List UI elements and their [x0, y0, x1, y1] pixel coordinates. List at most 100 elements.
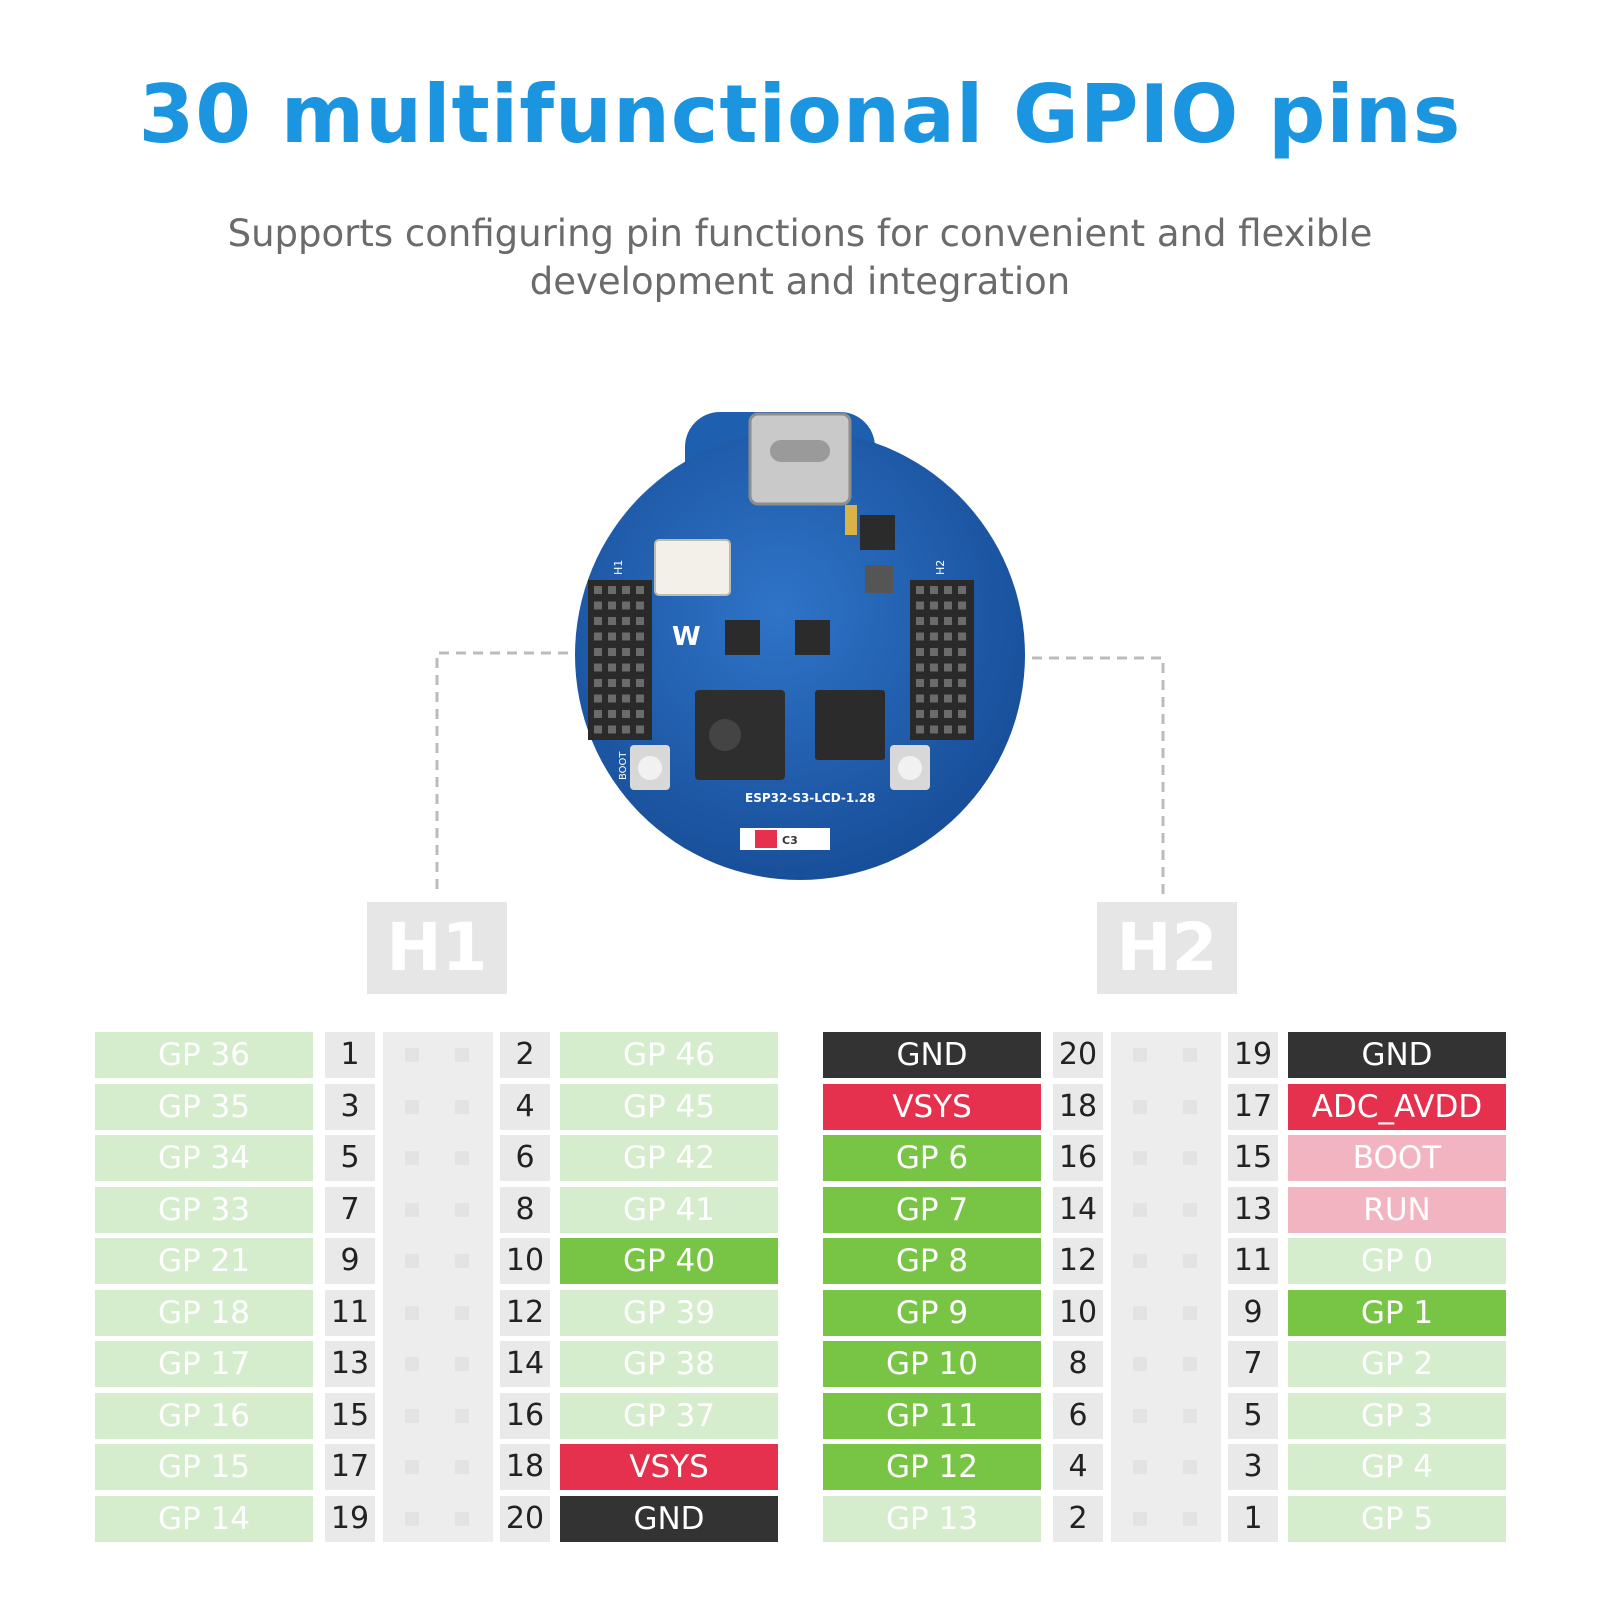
- header-pin: [958, 617, 966, 625]
- h1-pin-number-right: 20: [500, 1495, 550, 1542]
- header-pin: [944, 725, 952, 734]
- h1-pin-label-left: GP 35: [95, 1083, 313, 1130]
- header-pin: [916, 632, 924, 641]
- h2-pin-hole: [1183, 1460, 1197, 1474]
- h1-pin-number-right: 4: [500, 1083, 550, 1130]
- h2-pin-number-left: 16: [1053, 1135, 1103, 1181]
- header-pin: [930, 725, 938, 734]
- header-pin: [608, 725, 616, 734]
- header-pin: [622, 679, 630, 687]
- h1-pin-label-left: GP 21: [95, 1238, 313, 1284]
- flash-chip: [815, 690, 885, 760]
- capacitor: [845, 505, 857, 535]
- header-pin: [958, 586, 966, 594]
- h2-pin-hole: [1133, 1202, 1147, 1217]
- h1-pin-hole: [455, 1460, 469, 1474]
- h2-pin-number-left: 8: [1053, 1341, 1103, 1387]
- header-pin: [622, 710, 630, 718]
- h1-pin-number-right: 14: [500, 1341, 550, 1387]
- h1-pin-number-right: 18: [500, 1444, 550, 1490]
- h1-pin-label-left: GP 18: [95, 1289, 313, 1336]
- h2-pin-hole: [1183, 1254, 1197, 1268]
- header-pin: [930, 694, 938, 703]
- h2-pin-number-left: 2: [1053, 1495, 1103, 1542]
- header-pin: [944, 694, 952, 703]
- header-pin: [916, 663, 924, 672]
- header-pin: [608, 601, 616, 610]
- header-pin: [916, 694, 924, 703]
- h2-pin-number-left: 20: [1053, 1032, 1103, 1078]
- h1-pin-number-left: 3: [325, 1083, 375, 1130]
- svg-text:C3: C3: [782, 834, 798, 847]
- h1-pin-label-right: GP 39: [560, 1289, 778, 1336]
- header-pin: [594, 648, 602, 656]
- header-pin: [930, 601, 938, 610]
- h1-pin-label-left: GP 14: [95, 1495, 313, 1542]
- h1-pin-hole: [455, 1254, 469, 1268]
- waveshare-logo: W: [672, 622, 701, 652]
- h2-pin-number-left: 18: [1053, 1083, 1103, 1130]
- h2-pin-label-right: GP 4: [1288, 1444, 1506, 1490]
- h1-pin-label-right: GP 37: [560, 1392, 778, 1439]
- h1-pin-hole: [455, 1511, 469, 1526]
- header-pin: [916, 601, 924, 610]
- header-pin: [930, 586, 938, 594]
- h2-pin-hole: [1133, 1254, 1147, 1268]
- h2-pin-label-left: GP 13: [823, 1495, 1041, 1542]
- h1-pin-label-right: GP 42: [560, 1135, 778, 1181]
- header-pin: [622, 725, 630, 734]
- h1-pin-header: [588, 580, 652, 740]
- h1-pin-label-right: GP 46: [560, 1032, 778, 1078]
- esp32-board-illustration: W ESP32-S3-LCD-1.28 BOOT H1 H2 C3: [575, 412, 1025, 880]
- h1-pin-number-right: 16: [500, 1392, 550, 1439]
- header-pin: [594, 601, 602, 610]
- h1-pin-number-left: 13: [325, 1341, 375, 1387]
- h2-pin-label-left: GP 6: [823, 1135, 1041, 1181]
- h2-pin-number-left: 14: [1053, 1186, 1103, 1233]
- h2-pin-number-right: 9: [1228, 1289, 1278, 1336]
- header-pin: [636, 586, 644, 594]
- h1-pin-hole: [455, 1408, 469, 1423]
- h2-pin-label-left: GP 9: [823, 1289, 1041, 1336]
- header-pin: [944, 617, 952, 625]
- h2-pin-hole: [1183, 1151, 1197, 1165]
- h2-pin-hole: [1133, 1305, 1147, 1320]
- h2-connector-strip: [1111, 1032, 1221, 1542]
- header-pin: [930, 648, 938, 656]
- h2-silkscreen: H2: [934, 560, 947, 575]
- header-pin: [622, 663, 630, 672]
- h2-pin-label-left: VSYS: [823, 1083, 1041, 1130]
- h2-pin-number-left: 6: [1053, 1392, 1103, 1439]
- page-title: 30 multifunctional GPIO pins: [138, 68, 1462, 161]
- h1-leader-line: [435, 651, 585, 895]
- header-pin: [608, 632, 616, 641]
- header-pin: [930, 679, 938, 687]
- h2-pin-label-right: RUN: [1288, 1186, 1506, 1233]
- h1-pin-hole: [455, 1202, 469, 1217]
- header-pin: [622, 694, 630, 703]
- battery-connector: [654, 539, 731, 596]
- header-pin: [636, 617, 644, 625]
- header-pin: [636, 601, 644, 610]
- h1-pin-label-right: GP 38: [560, 1341, 778, 1387]
- h1-connector-strip: [383, 1032, 493, 1542]
- header-pin: [594, 679, 602, 687]
- h2-pin-label-right: GP 3: [1288, 1392, 1506, 1439]
- h2-pin-hole: [1183, 1511, 1197, 1526]
- h2-leader-line: [1015, 656, 1165, 895]
- h2-pin-number-left: 4: [1053, 1444, 1103, 1490]
- header-pin: [958, 632, 966, 641]
- header-pin: [958, 601, 966, 610]
- header-pin: [930, 710, 938, 718]
- h2-pin-hole: [1133, 1099, 1147, 1114]
- header-pin: [636, 710, 644, 718]
- header-pin: [930, 632, 938, 641]
- header-pin: [944, 648, 952, 656]
- h1-pin-hole: [405, 1460, 419, 1474]
- header-pin: [622, 648, 630, 656]
- h2-pin-number-right: 15: [1228, 1135, 1278, 1181]
- small-chip: [865, 565, 893, 593]
- h2-pin-label-right: GP 2: [1288, 1341, 1506, 1387]
- header-pin: [594, 617, 602, 625]
- h2-pin-label-left: GP 12: [823, 1444, 1041, 1490]
